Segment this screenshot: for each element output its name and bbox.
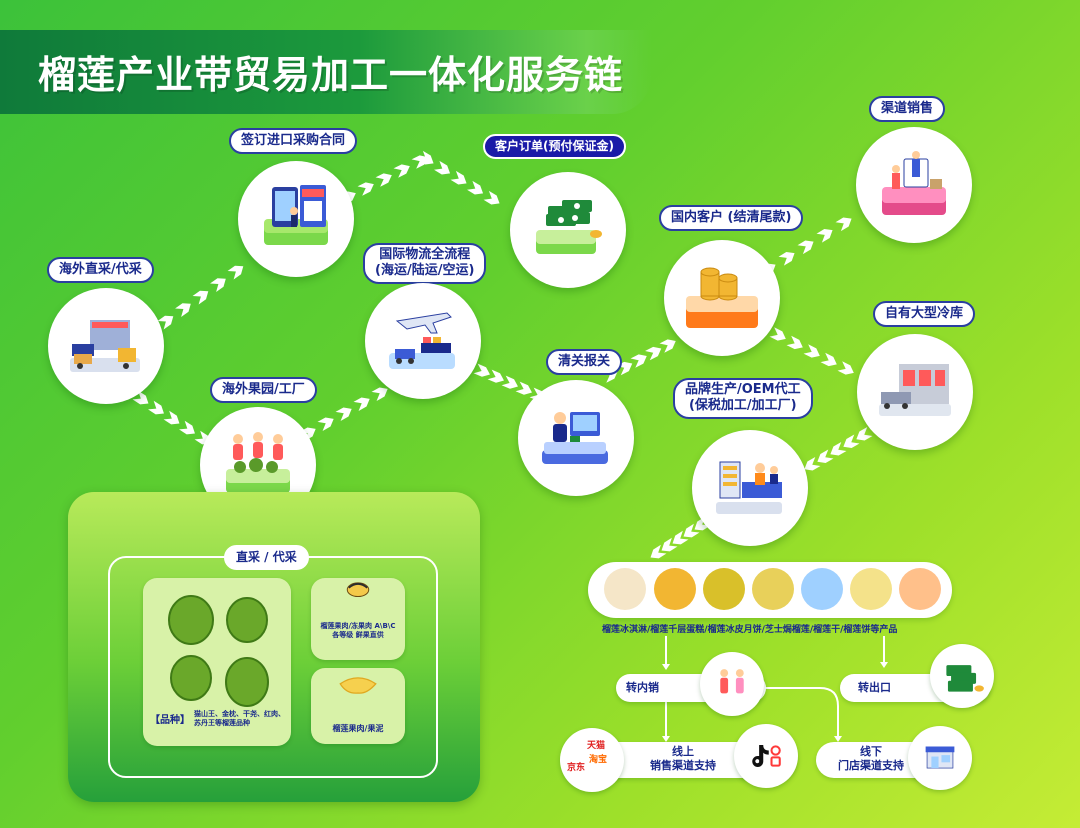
cake-product [654,568,696,610]
durian-cookie-product [899,568,941,610]
durian-icon [168,595,269,707]
coins-icon [686,267,758,328]
node-logistics [365,283,481,399]
money-stack-icon [946,665,984,692]
node-sign-contract [238,161,354,277]
page-title: 榴莲产业带贸易加工一体化服务链 [38,53,624,97]
mooncake-product [703,568,745,610]
orchard-icon [226,432,290,493]
people-icon [720,669,744,694]
label-sign-contract: 签订进口采购合同 [229,128,358,155]
products-caption: 榴莲冰淇淋/榴莲千层蛋糕/榴莲冰皮月饼/芝士焗榴莲/榴莲干/榴莲饼等产品 [602,625,898,635]
taobao-label: 淘宝 [589,755,608,765]
node-cold-storage [857,334,973,450]
label-domestic-customer: 国内客户 (结清尾款) [659,205,804,232]
logistics-line2: (海运/陆运/空运) [375,263,475,279]
durian-cake-product [850,568,892,610]
plane-ship-icon [389,312,455,369]
durian-pulp-card [311,578,405,660]
cold-storage-icon [879,364,951,416]
jd-label: 京东 [567,763,586,773]
tmall-label: 天猫 [587,741,606,751]
durian-card [143,578,291,746]
customs-icon [542,412,608,464]
durian-pulp-icon [346,582,370,598]
ice-cream-product [604,568,646,610]
varieties-label: 【品种】 [150,715,190,726]
export-sales-node [930,644,994,708]
panel-title: 直采 / 代采 [224,545,309,570]
logistics-line1: 国际物流全流程 [379,247,471,262]
puree-card-text: 榴莲果肉/果泥 [332,724,384,733]
label-cold-storage: 自有大型冷库 [873,301,976,328]
label-brand-production: 品牌生产/OEM代工 (保税加工/加工厂) [673,378,813,419]
label-channel-sales: 渠道销售 [869,96,946,123]
store-icon [925,746,955,769]
money-icon [536,200,602,254]
node-overseas-purchase [48,288,164,404]
node-brand-production [692,430,808,546]
brand-line1: 品牌生产/OEM代工 [685,382,801,397]
store-node [908,726,972,790]
node-customer-order [510,172,626,288]
ecommerce-node: 天猫 淘宝 京东 [560,728,624,792]
offline-line2: 门店渠道支持 [838,759,904,773]
online-line1: 线上 [672,745,694,758]
warehouse-icon [70,320,140,372]
domestic-sales-node [700,652,764,716]
cheese-durian-product [752,568,794,610]
label-logistics: 国际物流全流程 (海运/陆运/空运) [363,243,487,284]
title-banner [0,30,652,114]
offline-line1: 线下 [860,745,882,758]
label-customs: 清关报关 [546,349,623,376]
label-customer-order: 客户订单(预付保证金) [483,134,626,159]
online-line2: 销售渠道支持 [650,759,716,773]
factory-icon [716,461,782,514]
node-customs [518,380,634,496]
brand-line2: (保税加工/加工厂) [688,398,797,414]
varieties-text: 猫山王、金枕、干尧、红肉、苏丹王等榴莲品种 [194,710,285,728]
sales-icon [882,151,946,215]
label-overseas-purchase: 海外直采/代采 [47,257,154,284]
node-domestic-customer [664,240,780,356]
dried-durian-product [801,568,843,610]
durian-puree-card [311,668,405,744]
durian-puree-icon [339,677,377,694]
node-channel-sales [856,127,972,243]
pulp-card-text: 榴莲果肉/冻果肉 A\B\C各等级 鲜果直供 [320,622,396,640]
contract-icon [264,185,328,245]
label-orchard: 海外果园/工厂 [210,377,317,404]
douyin-kuaishou-node [734,724,798,788]
tiktok-icon [752,745,781,767]
